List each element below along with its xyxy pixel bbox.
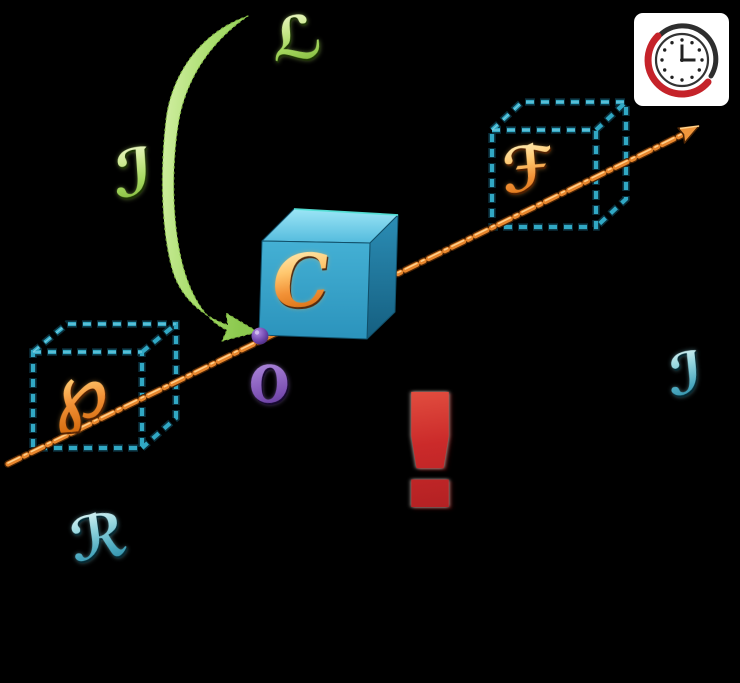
- letter-C: C: [269, 236, 333, 325]
- letter-L: ℒ: [267, 1, 327, 77]
- left-wireframe-cube: [29, 320, 180, 452]
- letter-R: ℛ: [66, 499, 132, 577]
- letter-F: ℱ: [498, 130, 556, 209]
- origin-sphere: [251, 327, 269, 345]
- center-solid-cube: [258, 208, 399, 340]
- trajectory-arrowhead: [677, 125, 700, 144]
- right-wireframe-cube: [488, 98, 630, 231]
- letter-T-axis: ℐ: [664, 338, 706, 410]
- clock-icon: [634, 13, 729, 106]
- curved-arrow: [161, 15, 259, 342]
- letter-T-arc: ℐ: [110, 133, 156, 214]
- letter-P: ℘: [48, 341, 112, 440]
- exclamation-mark: !: [381, 361, 479, 545]
